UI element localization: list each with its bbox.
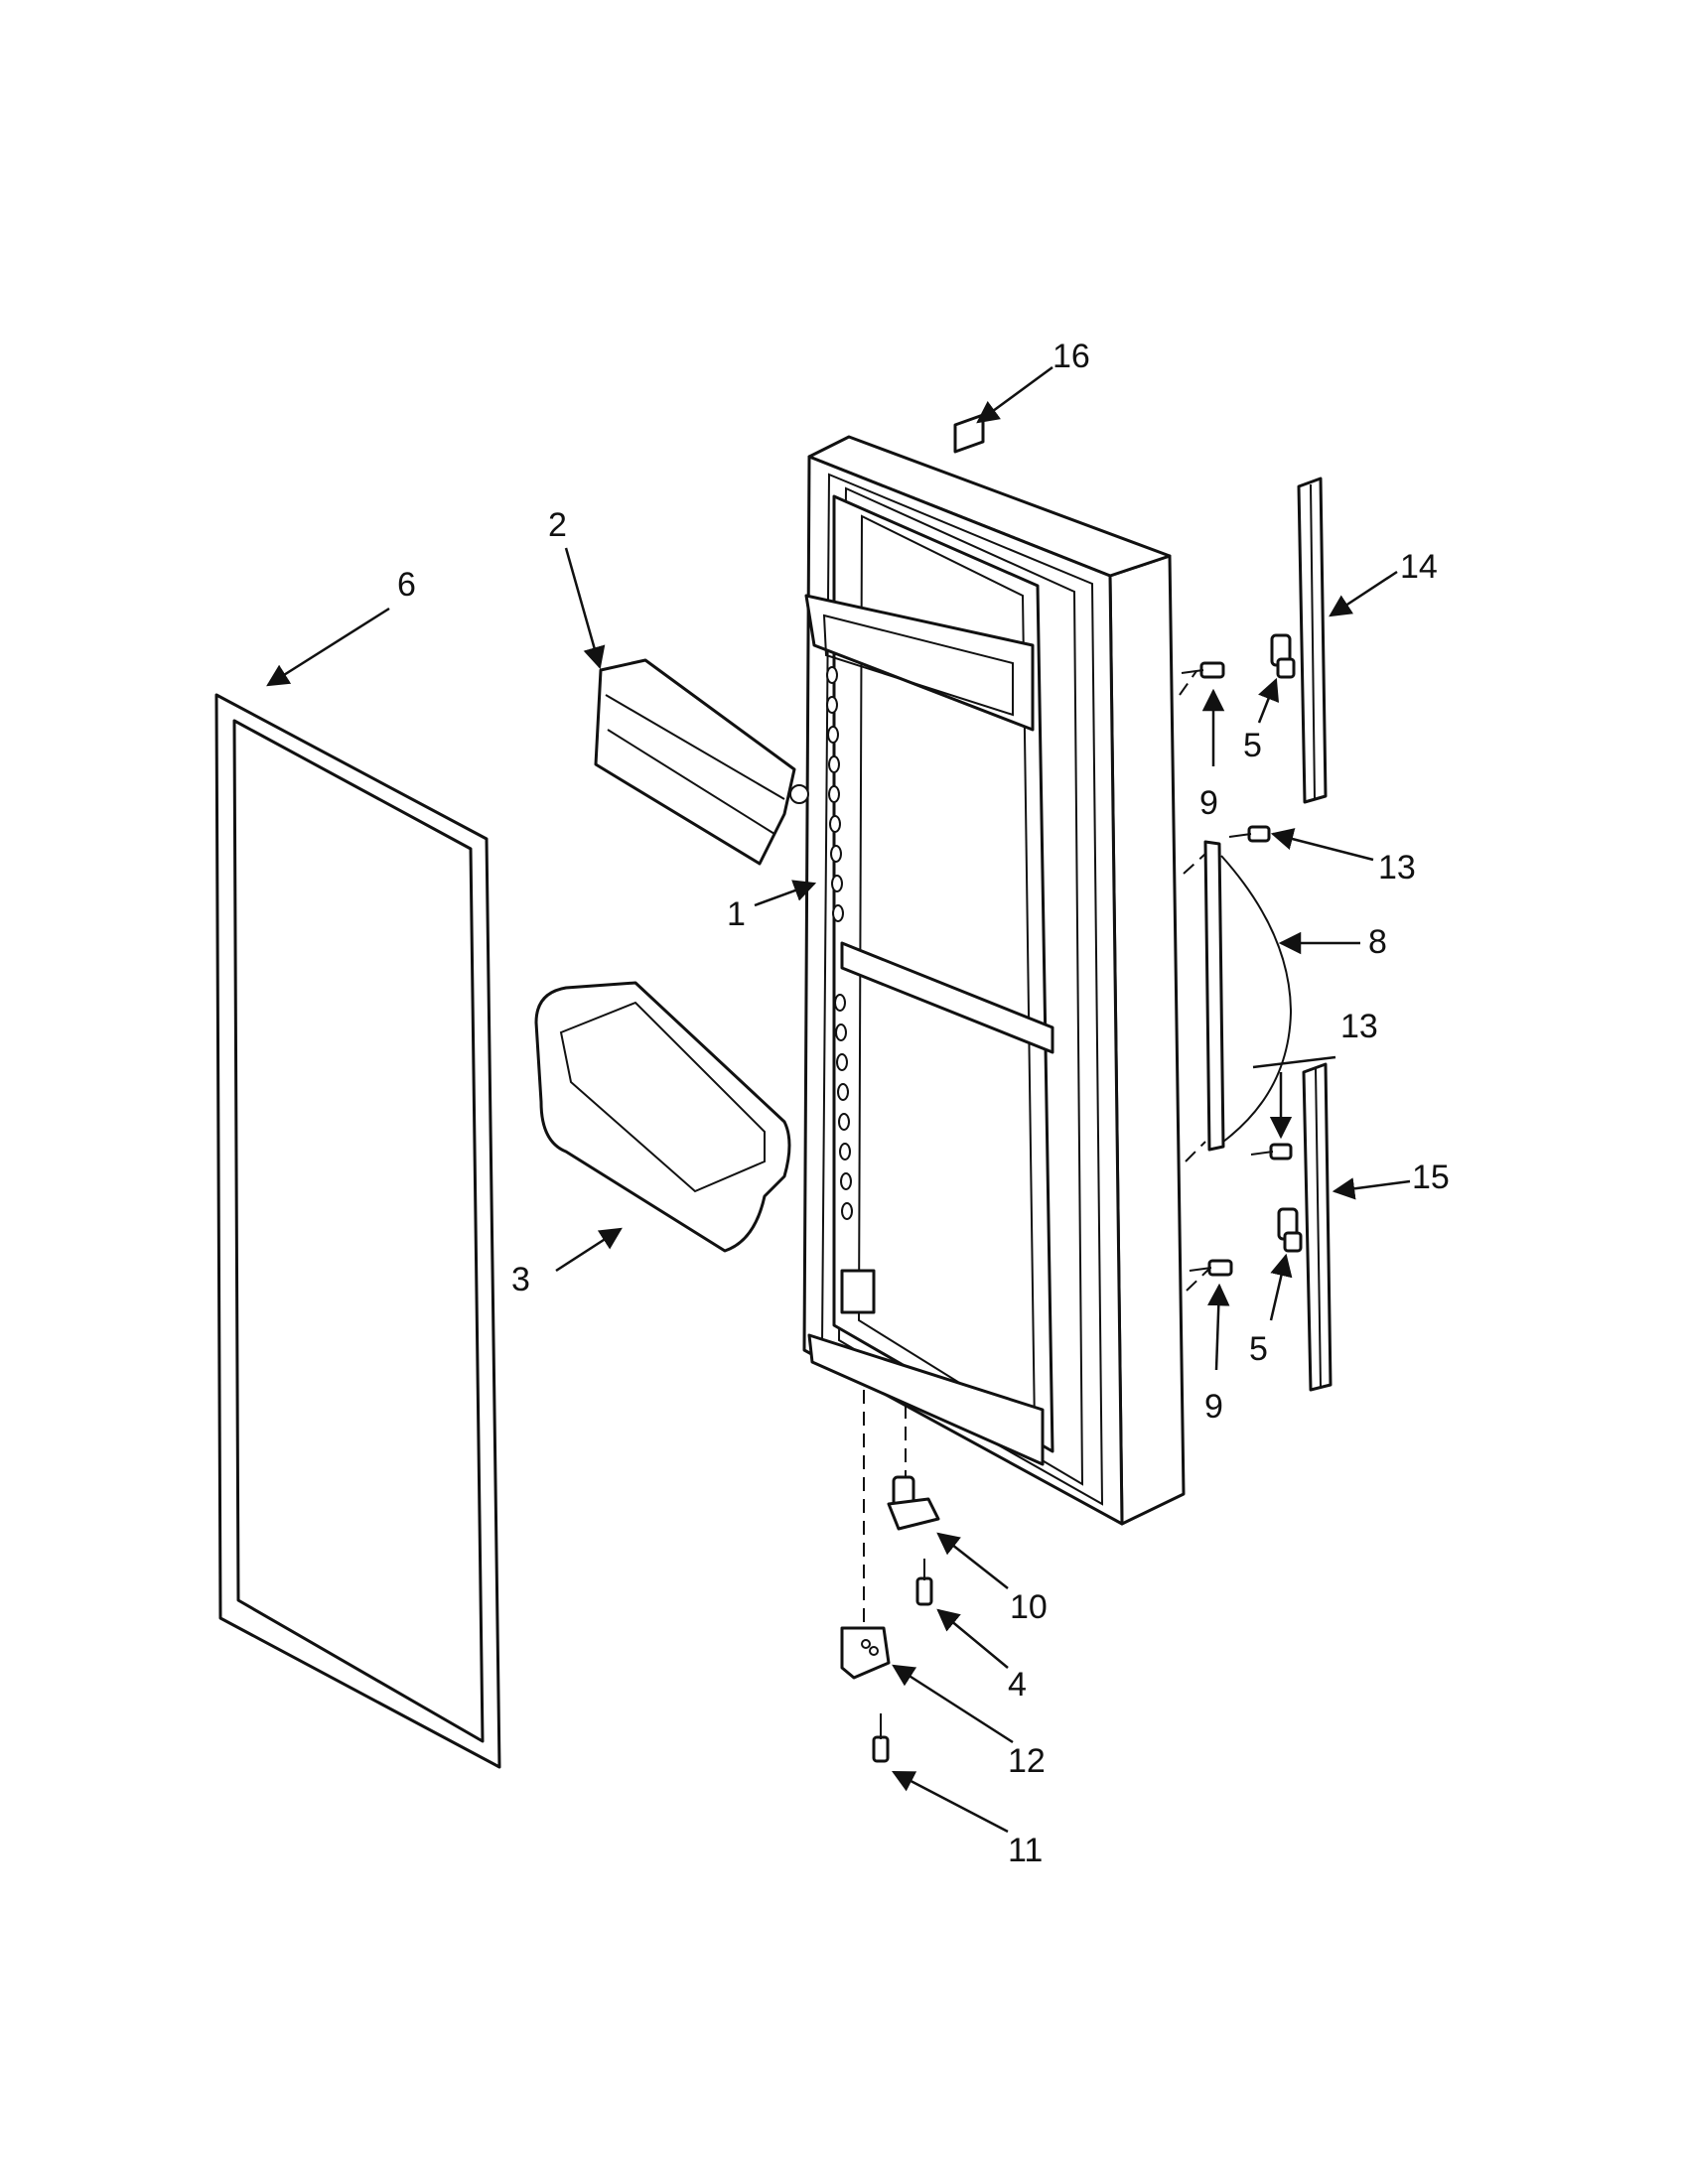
door-gasket (214, 693, 501, 1769)
callout-3: 3 (511, 1261, 530, 1298)
callout-5-upper: 5 (1243, 727, 1262, 764)
handle-screw-lower (1189, 1259, 1233, 1277)
callout-10: 10 (1010, 1588, 1048, 1626)
callout-8: 8 (1368, 923, 1387, 961)
mounting-screw-lower (1250, 1143, 1293, 1160)
callout-9-lower: 9 (1204, 1388, 1223, 1426)
lower-door-bin (534, 981, 791, 1253)
callout-16: 16 (1052, 338, 1090, 375)
door-handle (1203, 840, 1293, 1152)
callout-2: 2 (548, 506, 567, 544)
assembly-lines (863, 670, 1210, 1628)
upper-door-bin (594, 658, 809, 866)
callout-13-upper: 13 (1378, 849, 1416, 887)
hinge-bushing (887, 1475, 940, 1531)
handle-screw-upper (1181, 661, 1225, 679)
shelf-pin-holes (826, 666, 853, 1220)
callout-4: 4 (1008, 1666, 1027, 1704)
callout-14: 14 (1400, 548, 1438, 586)
label-tag (953, 413, 985, 454)
callout-13-lower: 13 (1340, 1008, 1378, 1045)
mounting-screw-upper (1228, 825, 1271, 843)
callout-6: 6 (397, 566, 416, 604)
callout-15: 15 (1412, 1159, 1450, 1196)
door-liner (802, 435, 1186, 1526)
upper-trim-strip (1297, 477, 1328, 804)
trim-clip-lower (1277, 1207, 1303, 1253)
callout-12: 12 (1008, 1742, 1046, 1780)
callout-1: 1 (727, 895, 746, 933)
lower-trim-strip (1302, 1062, 1333, 1392)
hinge-bracket (840, 1626, 891, 1680)
callout-5-lower: 5 (1249, 1330, 1268, 1368)
bracket-screw (872, 1713, 890, 1763)
callout-9-upper: 9 (1199, 784, 1218, 822)
callout-labels: 16 2 6 1 3 14 5 9 13 8 13 15 5 9 10 4 12… (397, 338, 1450, 1869)
trim-clip-upper (1270, 633, 1296, 679)
callout-11: 11 (1008, 1832, 1043, 1869)
callout-leaders (266, 365, 1411, 1834)
hinge-screw (915, 1559, 933, 1606)
